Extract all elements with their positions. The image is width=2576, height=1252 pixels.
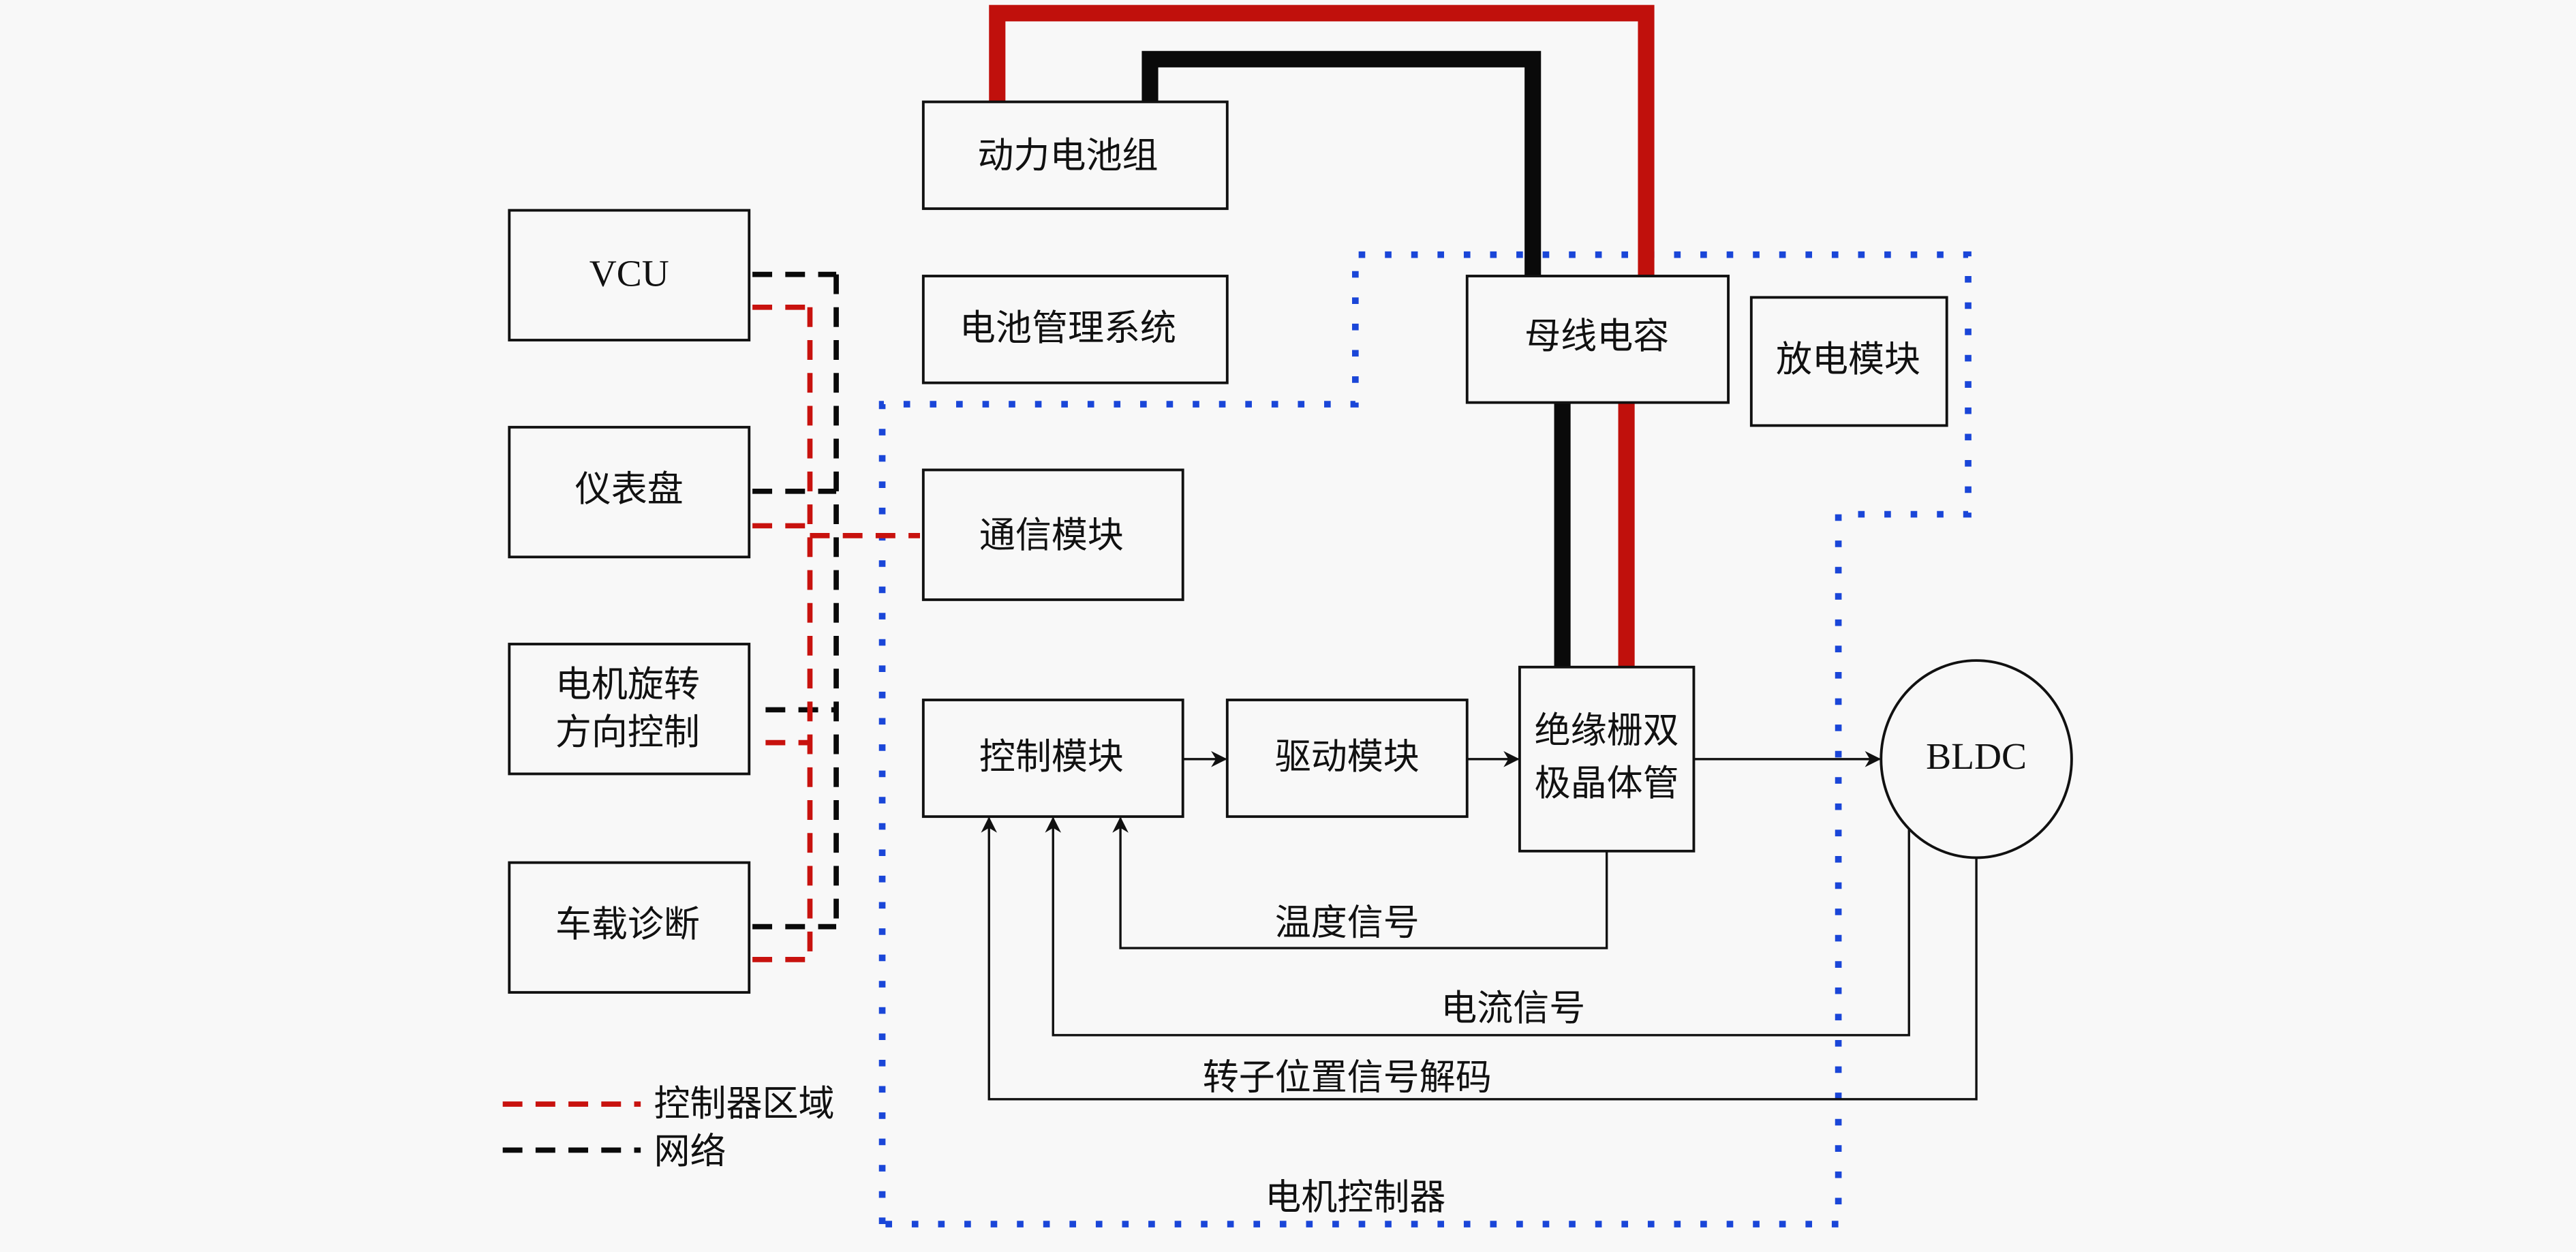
igbt-label-line2: 极晶体管 (1535, 762, 1679, 804)
feedback-current-line (1045, 816, 1910, 1037)
discharge-module-label: 放电模块 (1776, 338, 1920, 380)
feedback-temperature-line (1112, 816, 1608, 949)
motor-direction-label-line2: 方向控制 (555, 711, 700, 753)
rotor-position-signal-label: 转子位置信号解码 (1203, 1056, 1492, 1098)
node-drive-module: 驱动模块 (1225, 699, 1469, 819)
igbt-label-line1: 绝缘栅双 (1535, 709, 1679, 752)
drive-module-label: 驱动模块 (1275, 735, 1420, 778)
feedback-rotor-position-line (981, 816, 1978, 1101)
legend-network-label: 网络 (654, 1130, 726, 1172)
motor-direction-label-line1: 电机旋转 (555, 663, 700, 705)
legend: 控制器区域 网络 (502, 1082, 835, 1172)
current-signal-label: 电流信号 (1441, 987, 1585, 1029)
node-vcu: VCU (508, 209, 751, 341)
node-motor-direction-control: 电机旋转 方向控制 (508, 643, 751, 776)
control-module-label: 控制模块 (979, 735, 1124, 778)
onboard-diagnostics-label: 车载诊断 (555, 903, 700, 945)
bms-label: 电池管理系统 (960, 307, 1176, 349)
node-discharge-module: 放电模块 (1749, 296, 1948, 427)
temperature-signal-label: 温度信号 (1275, 902, 1420, 944)
bldc-label: BLDC (1926, 735, 2027, 777)
legend-controller-region-label: 控制器区域 (654, 1082, 834, 1125)
node-battery-pack: 动力电池组 (921, 100, 1229, 211)
bus-capacitor-label: 母线电容 (1524, 315, 1669, 357)
node-dashboard: 仪表盘 (508, 425, 751, 559)
controller-region-bus (752, 304, 920, 962)
motor-controller-boundary-label: 电机控制器 (1265, 1176, 1445, 1218)
node-comm-module: 通信模块 (921, 468, 1184, 601)
vcu-label: VCU (589, 252, 669, 294)
node-control-module: 控制模块 (921, 699, 1184, 819)
node-bldc-motor: BLDC (1880, 659, 2073, 859)
motor-controller-boundary (878, 251, 1972, 1227)
network-bus (752, 271, 839, 930)
node-bus-capacitor: 母线电容 (1465, 275, 1730, 404)
comm-module-label: 通信模块 (979, 514, 1124, 556)
dashboard-label: 仪表盘 (575, 468, 684, 510)
node-igbt: 绝缘栅双 极晶体管 (1518, 665, 1696, 853)
node-bms: 电池管理系统 (921, 275, 1229, 384)
node-onboard-diagnostics: 车载诊断 (508, 861, 751, 994)
battery-pack-label: 动力电池组 (977, 134, 1158, 177)
